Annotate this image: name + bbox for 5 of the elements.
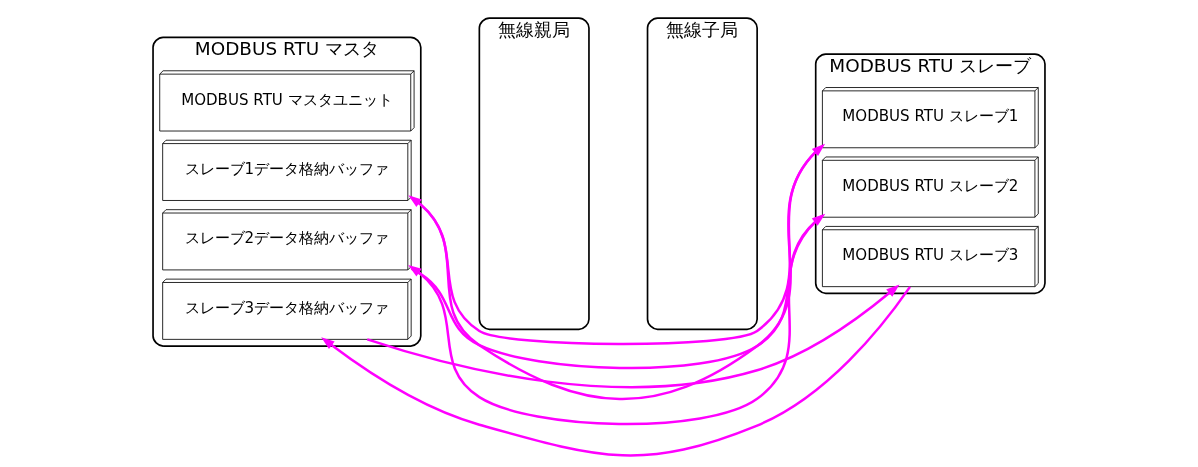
node-box: 無線親局 — [478, 17, 590, 331]
arrow — [321, 286, 912, 457]
node-box: 無線子局 — [646, 17, 758, 331]
arrow — [408, 145, 823, 401]
arrow — [366, 284, 900, 389]
